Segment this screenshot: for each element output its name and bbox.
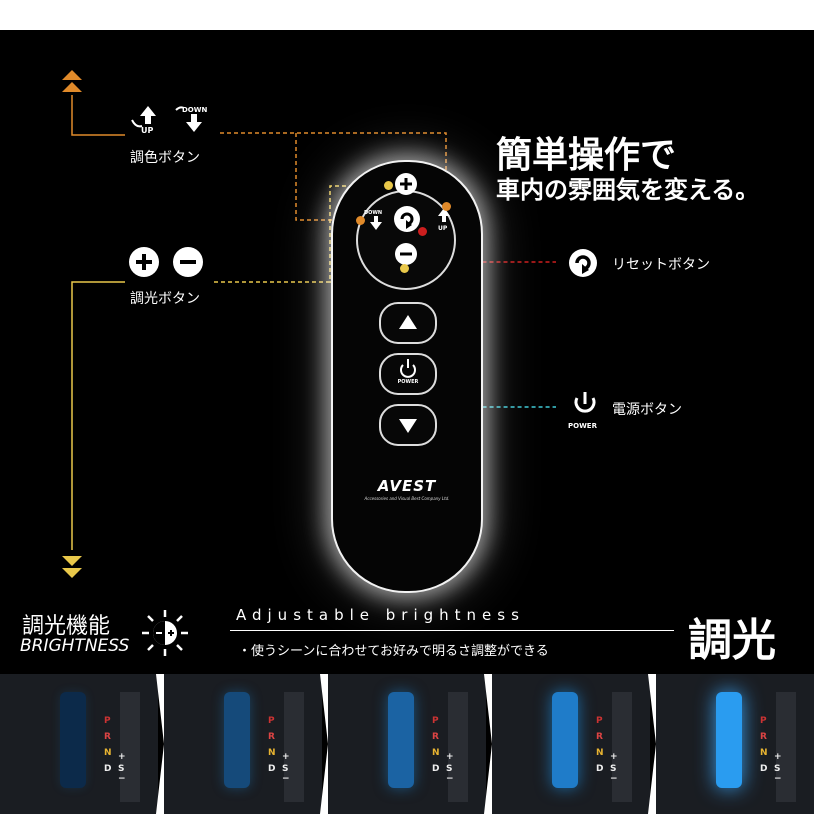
brand-subtitle: Accessories and Visual Best Company Ltd. [364, 496, 450, 501]
ambient-glow [552, 692, 578, 788]
minus-circle-icon [172, 246, 206, 284]
ambient-glow [224, 692, 250, 788]
color-line-orange [71, 95, 125, 136]
brightness-section: 調光機能 BRIGHTNESS Adjustable brightness ・使… [0, 604, 814, 666]
brightness-subtitle: Adjustable brightness [236, 606, 525, 624]
headline-line1: 簡単操作で [496, 134, 677, 176]
down-icon: DOWN [174, 104, 210, 138]
control-dial [356, 190, 456, 290]
gear-p: P [760, 716, 767, 726]
gear-p: P [268, 716, 275, 726]
brightness-title-en: BRIGHTNESS [20, 636, 130, 656]
gear-s: S [610, 764, 617, 774]
brightness-divider [230, 630, 674, 631]
power-icon-text: POWER [568, 422, 597, 430]
gear-minus: − [446, 774, 454, 784]
brightness-big-title: 調光 [688, 615, 776, 666]
remote-down-button[interactable] [379, 404, 437, 446]
gear-panel: P R N D S + − [656, 674, 814, 814]
gear-n: N [760, 748, 768, 758]
dot-color-down [356, 216, 365, 225]
remote-reset-button[interactable] [394, 206, 420, 232]
gear-d: D [760, 764, 768, 774]
remote-down-small-icon[interactable]: DOWN [362, 208, 390, 238]
gear-s: S [282, 764, 289, 774]
ambient-glow [60, 692, 86, 788]
gear-r: R [596, 732, 603, 742]
reset-button-label: リセットボタン [612, 257, 710, 273]
dimmer-button-label: 調光ボタン [130, 291, 200, 307]
gear-d: D [596, 764, 604, 774]
svg-text:UP: UP [438, 225, 448, 232]
gear-d: D [104, 764, 112, 774]
svg-text:DOWN: DOWN [182, 106, 207, 114]
gear-panel: P R N D S + − [328, 674, 486, 814]
ambient-light-strip: P R N D S + − P R N D S + − P R N D S [0, 674, 814, 814]
brightness-icon [140, 608, 190, 662]
dot-dim-down [400, 264, 409, 273]
remote-up-small-icon[interactable]: UP [430, 206, 454, 238]
gear-minus: − [774, 774, 782, 784]
gear-r: R [432, 732, 439, 742]
gear-plus: + [282, 752, 290, 762]
gear-panel: P R N D S + − [0, 674, 158, 814]
gear-n: N [432, 748, 440, 758]
gear-d: D [432, 764, 440, 774]
gear-plus: + [118, 752, 126, 762]
gear-n: N [104, 748, 112, 758]
power-button-label: 電源ボタン [612, 402, 682, 418]
dim-up-button[interactable] [395, 173, 417, 195]
gear-minus: − [118, 774, 126, 784]
remote-power-text: POWER [397, 379, 419, 385]
brightness-description: ・使うシーンに合わせてお好みで明るさ調整ができる [238, 644, 549, 659]
ambient-glow [716, 692, 742, 788]
gear-s: S [774, 764, 781, 774]
dot-reset [418, 227, 427, 236]
gear-panel: P R N D S + − [164, 674, 322, 814]
gear-s: S [446, 764, 453, 774]
panel-separators [156, 674, 656, 814]
brightness-title-jp: 調光機能 [22, 614, 111, 639]
up-icon: UP [128, 104, 162, 138]
dot-dim-up [384, 181, 393, 190]
gear-p: P [432, 716, 439, 726]
gear-d: D [268, 764, 276, 774]
gear-s: S [118, 764, 125, 774]
gear-plus: + [446, 752, 454, 762]
remote-power-button[interactable]: POWER [379, 353, 437, 395]
gear-p: P [596, 716, 603, 726]
remote-up-button[interactable] [379, 302, 437, 344]
gear-p: P [104, 716, 111, 726]
product-image: 簡単操作で 車内の雰囲気を変える。 UP DOWN 調色ボタン 調光ボタン リセ… [0, 30, 814, 814]
up-arrow-orange [62, 82, 82, 92]
reset-icon [568, 248, 598, 282]
gear-plus: + [774, 752, 782, 762]
down-arrow-yellow [62, 556, 82, 566]
gear-r: R [104, 732, 111, 742]
gear-plus: + [610, 752, 618, 762]
gear-r: R [268, 732, 275, 742]
brand-logo: AVEST [377, 477, 437, 495]
gear-n: N [596, 748, 604, 758]
ambient-glow [388, 692, 414, 788]
dot-color-up [442, 202, 451, 211]
plus-circle-icon [128, 246, 162, 284]
gear-panel: P R N D S + − [492, 674, 650, 814]
power-icon [568, 390, 602, 422]
gear-n: N [268, 748, 276, 758]
svg-text:UP: UP [141, 126, 153, 134]
gear-minus: − [610, 774, 618, 784]
headline-line2: 車内の雰囲気を変える。 [496, 175, 760, 204]
color-button-label: 調色ボタン [130, 150, 200, 166]
svg-text:DOWN: DOWN [364, 210, 382, 216]
gear-r: R [760, 732, 767, 742]
gear-minus: − [282, 774, 290, 784]
dim-down-button[interactable] [395, 243, 417, 265]
